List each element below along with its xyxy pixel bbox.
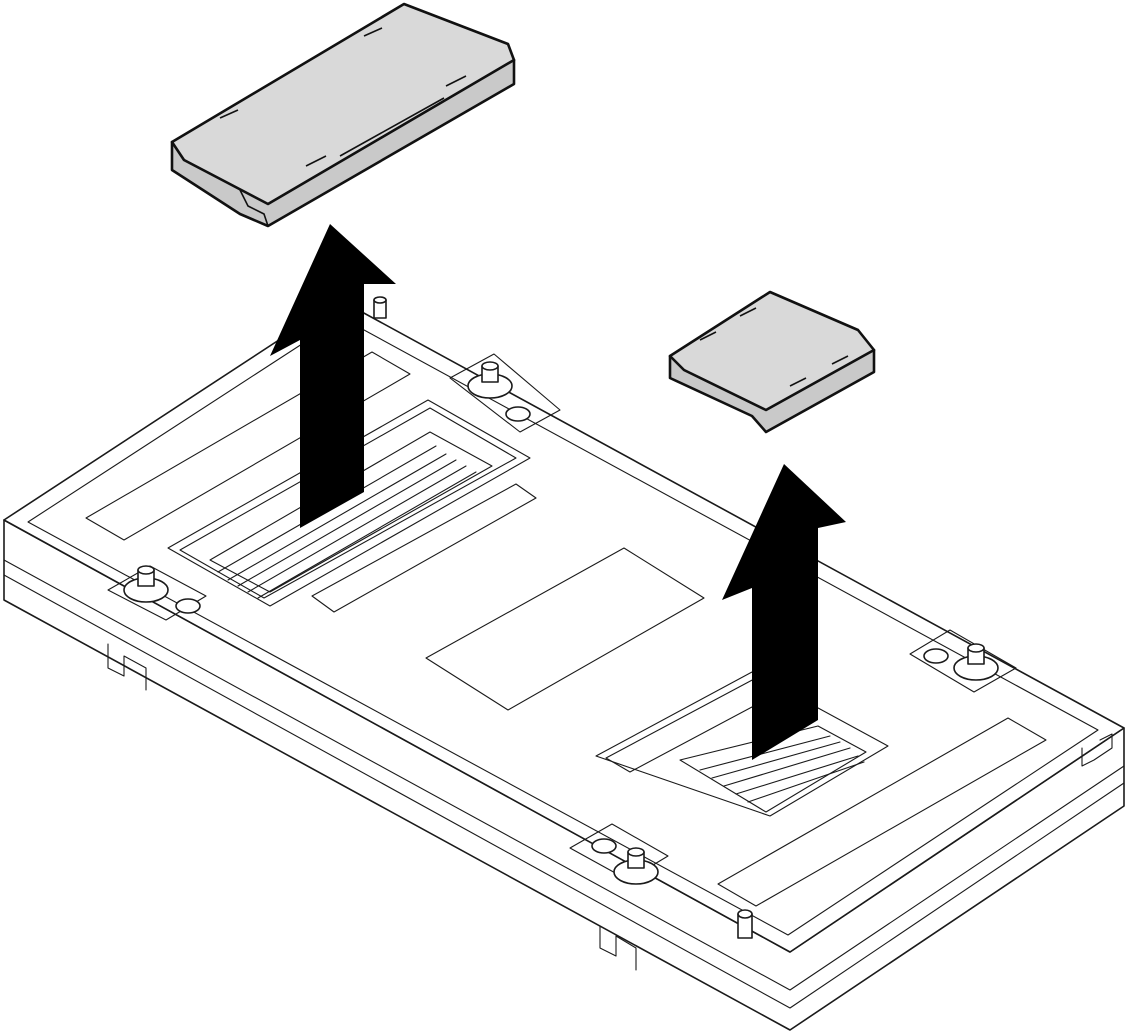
side-notch-right	[599, 925, 637, 971]
label-panel-1	[85, 351, 411, 541]
guide-pin-top	[373, 296, 387, 319]
screw-boss-left	[107, 565, 207, 621]
base-side-groove	[3, 559, 1125, 991]
arrow-up-large-cover	[270, 224, 396, 528]
side-notch-left	[107, 643, 147, 691]
label-panel-3	[717, 717, 1047, 907]
heat-sink-base	[3, 296, 1125, 1031]
arrow-up-small-cover	[722, 464, 846, 760]
screw-boss-bottom	[569, 823, 669, 885]
guide-pin-bottom	[737, 909, 753, 939]
base-top-border	[27, 317, 1099, 936]
screw-boss-top	[449, 353, 561, 433]
base-top-face	[3, 299, 1125, 953]
dust-cover-small	[668, 290, 876, 434]
dust-cover-large	[170, 2, 516, 228]
screw-boss-right	[909, 629, 1017, 693]
label-panel-2	[425, 547, 705, 711]
corner-notch	[1081, 733, 1113, 767]
